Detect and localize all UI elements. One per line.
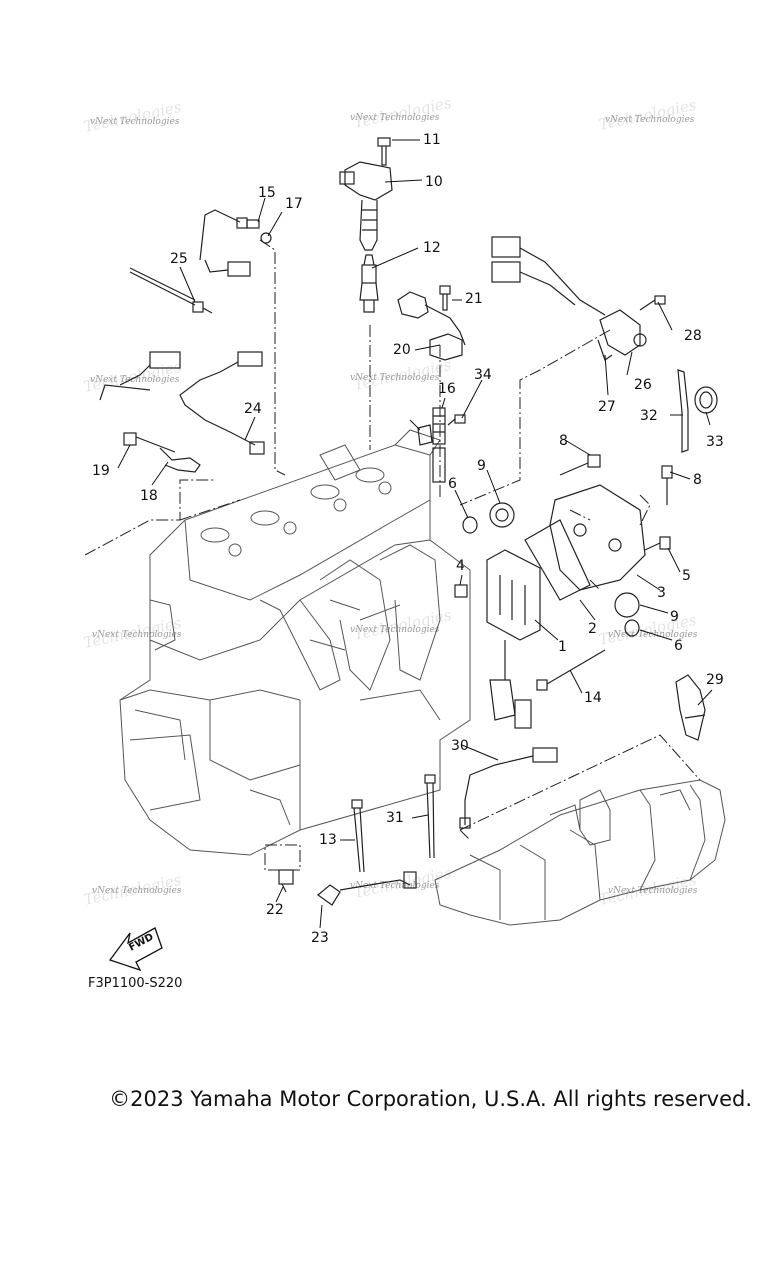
callout-31: 32 <box>640 408 658 424</box>
callout-2: 2 <box>588 621 597 637</box>
fwd-arrow-icon: FWD <box>108 927 163 972</box>
cable-band-24 <box>129 267 213 314</box>
grommet-8a <box>489 502 515 528</box>
callout-15: 16 <box>438 381 456 397</box>
sensor-21 <box>278 869 294 893</box>
callout-8b: 9 <box>670 609 679 625</box>
callout-12: 13 <box>319 832 337 848</box>
clip-28 <box>675 674 706 741</box>
cable-band-12 <box>351 799 365 873</box>
callout-11: 12 <box>423 240 441 256</box>
callout-10: 11 <box>423 132 441 148</box>
callout-8a: 9 <box>477 458 486 474</box>
watermark: vNext Technologies <box>608 630 698 640</box>
sensor-29 <box>459 747 558 829</box>
bolt-7b <box>661 465 673 505</box>
sensor-23 <box>179 351 265 455</box>
cable-band-30 <box>424 774 436 859</box>
watermark: vNext Technologies <box>350 625 440 635</box>
callout-21: 22 <box>266 902 284 918</box>
callout-1: 1 <box>558 639 567 655</box>
bolt-7a <box>559 454 601 476</box>
callout-28: 29 <box>706 672 724 688</box>
callout-9: 10 <box>425 174 443 190</box>
bracket-3 <box>549 484 646 591</box>
exhaust-manifold <box>434 779 726 926</box>
watermark: vNext Technologies <box>608 886 698 896</box>
callout-20: 21 <box>465 291 483 307</box>
watermark-group: Technologies vNext Technologies Technolo… <box>82 94 698 909</box>
callout-33: 34 <box>474 367 492 383</box>
callout-27: 28 <box>684 328 702 344</box>
watermark: vNext Technologies <box>605 115 695 125</box>
harness-26 <box>491 236 666 361</box>
engine-block <box>119 429 471 856</box>
watermark: vNext Technologies <box>350 881 440 891</box>
leader-lines <box>117 139 713 929</box>
callout-26: 27 <box>598 399 616 415</box>
callout-4: 4 <box>456 558 465 574</box>
bracket-31 <box>677 369 689 453</box>
clip-34 <box>417 424 433 446</box>
callout-32: 33 <box>706 434 724 450</box>
diagram-code: F3P1100-S220 <box>88 976 182 991</box>
grommet-8b <box>614 592 640 618</box>
ecu-1 <box>486 549 541 729</box>
sensor-19 <box>397 285 466 361</box>
bolt-4 <box>454 584 468 598</box>
callout-16: 17 <box>285 196 303 212</box>
parts-diagram: Technologies vNext Technologies Technolo… <box>82 94 726 991</box>
sensor-22 <box>317 871 417 906</box>
callout-25: 26 <box>634 377 652 393</box>
collar-6b <box>624 619 640 637</box>
callout-7a: 8 <box>559 433 568 449</box>
callout-3: 3 <box>657 585 666 601</box>
callout-6a: 6 <box>448 476 457 492</box>
bolt-33 <box>447 414 466 426</box>
callout-30: 31 <box>386 810 404 826</box>
callout-22: 23 <box>311 930 329 946</box>
callout-19: 20 <box>393 342 411 358</box>
watermark: vNext Technologies <box>90 375 180 385</box>
spark-plug <box>359 254 379 313</box>
watermark: vNext Technologies <box>350 373 440 383</box>
assembly-boundaries <box>84 239 701 871</box>
callout-7b: 8 <box>693 472 702 488</box>
sensor-14 <box>199 209 272 277</box>
collar-6a <box>462 516 478 534</box>
bolt-13 <box>536 649 606 691</box>
watermark: vNext Technologies <box>90 117 180 127</box>
watermark: vNext Technologies <box>92 630 182 640</box>
watermark: vNext Technologies <box>350 113 440 123</box>
callout-23: 24 <box>244 401 262 417</box>
callout-labels: 11 10 12 15 17 25 21 20 16 34 24 19 18 2… <box>92 132 724 946</box>
callout-14: 15 <box>258 185 276 201</box>
gasket-2 <box>524 519 591 601</box>
bolt-10 <box>377 137 391 166</box>
callout-13: 14 <box>584 690 602 706</box>
callout-18: 19 <box>92 463 110 479</box>
callout-29: 30 <box>451 738 469 754</box>
ignition-coil <box>339 161 393 251</box>
callout-24: 25 <box>170 251 188 267</box>
callout-6b: 6 <box>674 638 683 654</box>
grommet-32 <box>694 386 718 414</box>
callout-17: 18 <box>140 488 158 504</box>
callout-5: 5 <box>682 568 691 584</box>
watermark: vNext Technologies <box>92 886 182 896</box>
copyright-notice: ©2023 Yamaha Motor Corporation, U.S.A. A… <box>109 1087 752 1111</box>
bolt-5 <box>644 536 671 551</box>
bolt-15 <box>432 407 446 483</box>
